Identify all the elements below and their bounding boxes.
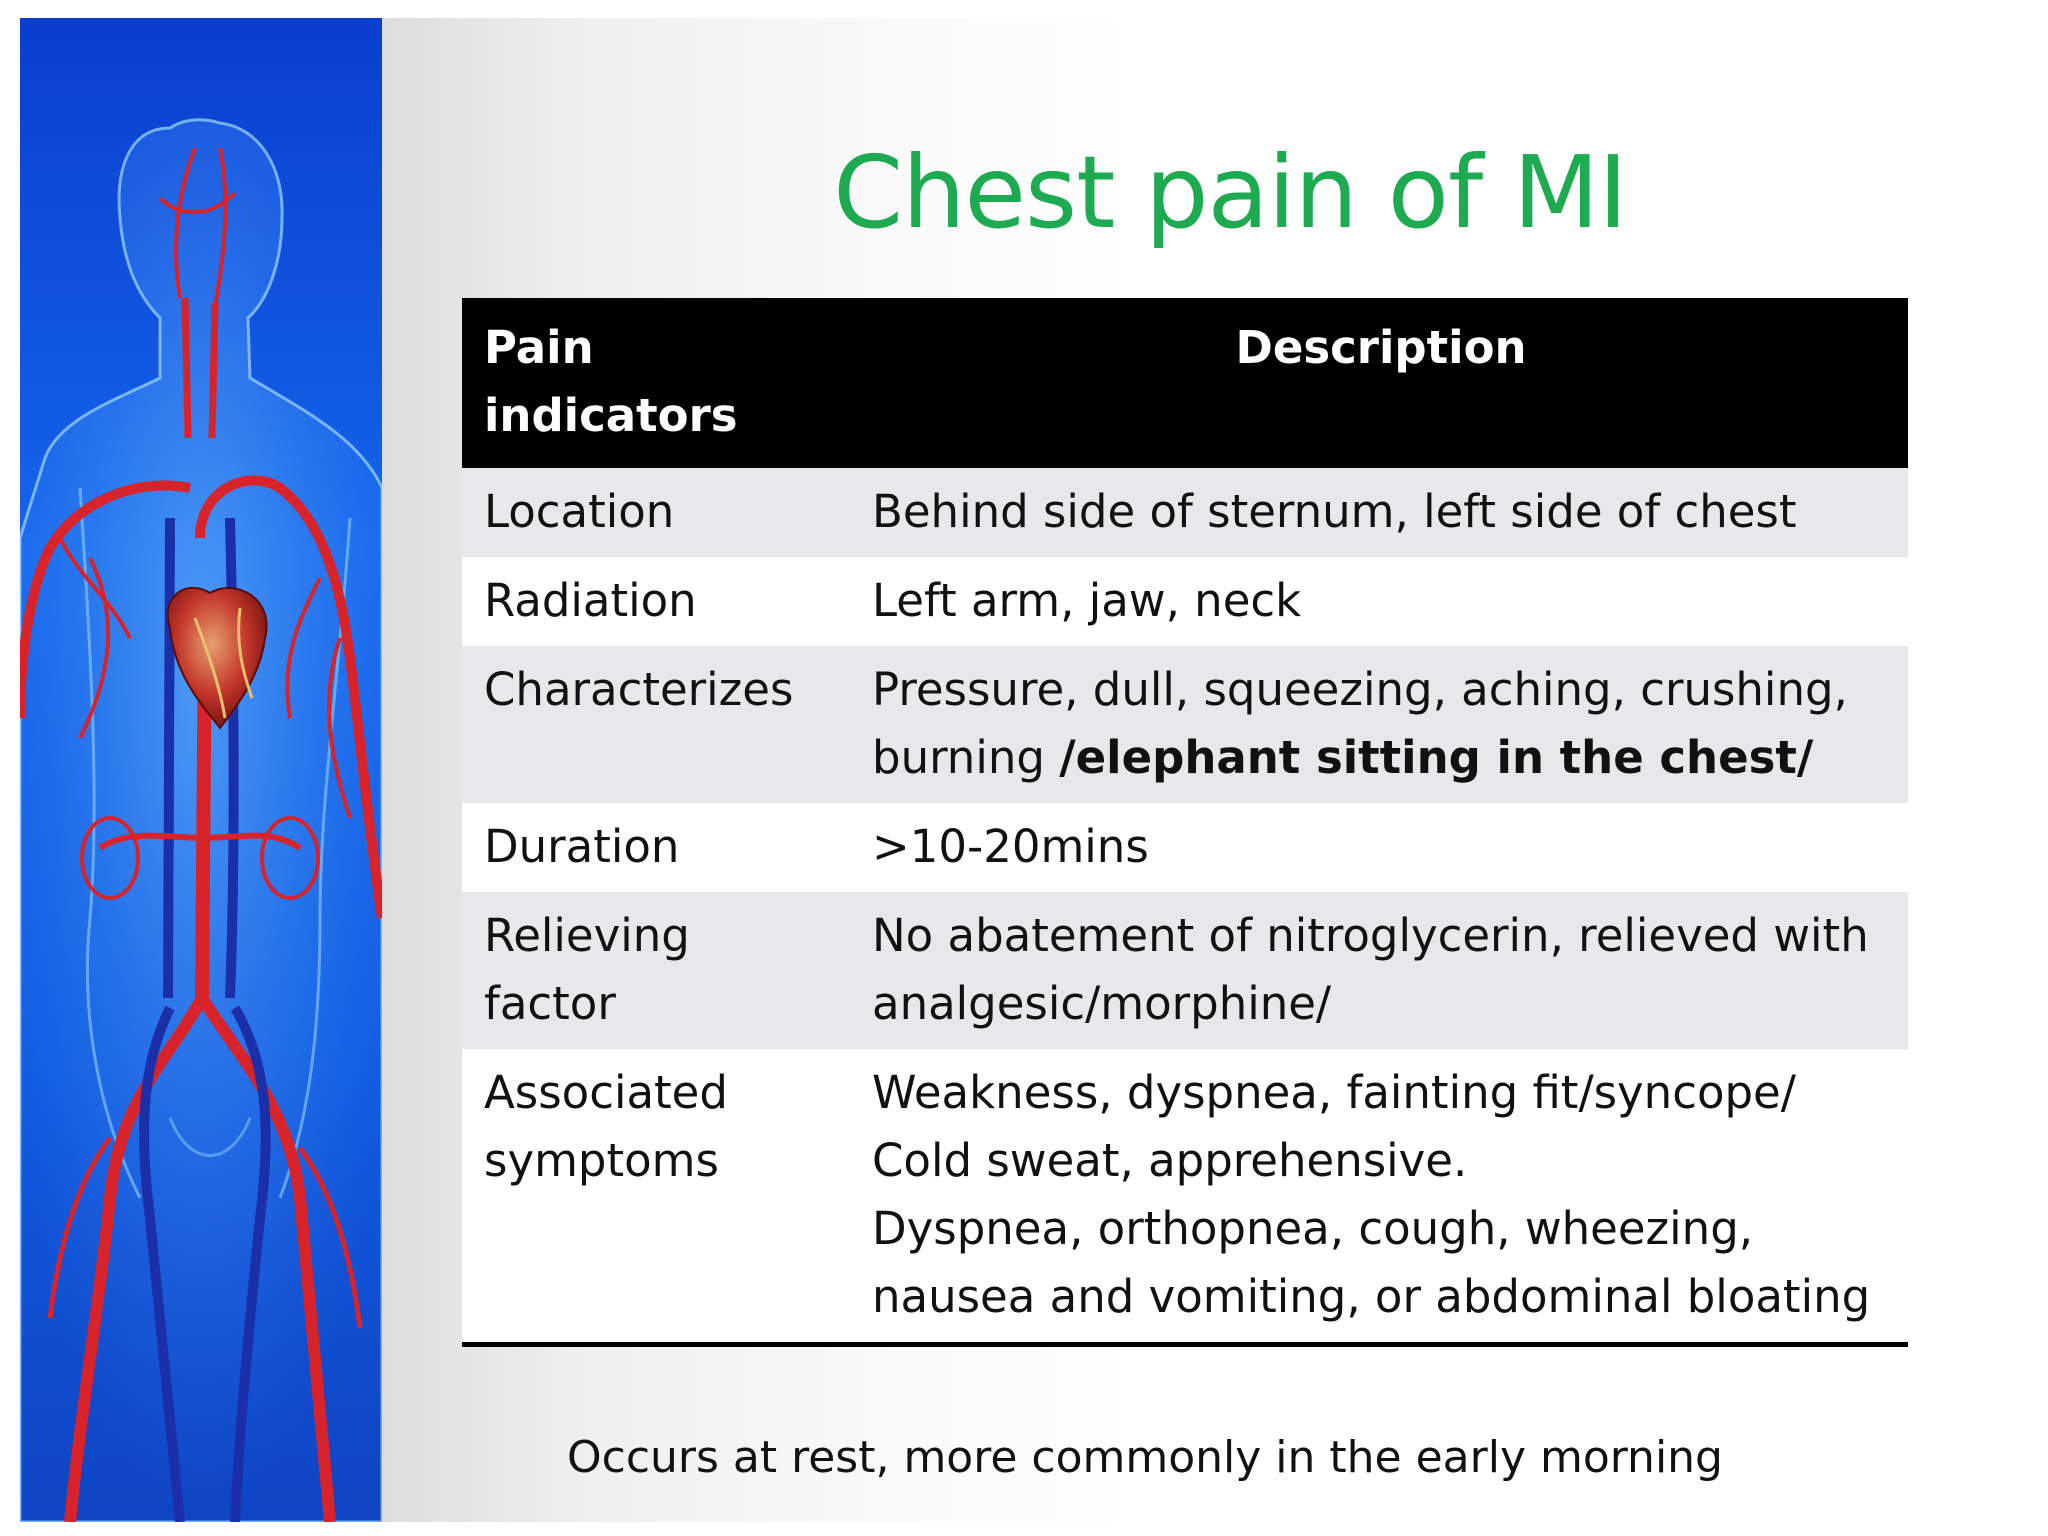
table-row: Relieving factor No abatement of nitrogl… bbox=[462, 892, 1908, 1049]
table-row: Associated symptoms Weakness, dyspnea, f… bbox=[462, 1049, 1908, 1345]
row-description: No abatement of nitroglycerin, relieved … bbox=[852, 892, 1908, 1049]
row-indicator: Characterizes bbox=[462, 646, 852, 803]
row-description-text: Weakness, dyspnea, fainting fit/syncope/… bbox=[872, 1066, 1796, 1187]
row-indicator: Location bbox=[462, 468, 852, 557]
row-description-extra: Dyspnea, orthopnea, cough, wheezing, nau… bbox=[872, 1202, 1871, 1323]
row-indicator: Duration bbox=[462, 803, 852, 892]
row-description: Left arm, jaw, neck bbox=[852, 557, 1908, 646]
table-row: Characterizes Pressure, dull, squeezing,… bbox=[462, 646, 1908, 803]
table-row: Radiation Left arm, jaw, neck bbox=[462, 557, 1908, 646]
row-description: Weakness, dyspnea, fainting fit/syncope/… bbox=[852, 1049, 1908, 1345]
header-pain-indicators: Pain indicators bbox=[462, 298, 852, 468]
row-indicator: Relieving factor bbox=[462, 892, 852, 1049]
row-description-text: Pressure, dull, squeezing, aching, crush… bbox=[872, 663, 1848, 784]
row-indicator: Associated symptoms bbox=[462, 1049, 852, 1345]
row-description: Pressure, dull, squeezing, aching, crush… bbox=[852, 646, 1908, 803]
slide-title: Chest pain of MI bbox=[833, 134, 1627, 251]
row-indicator: Radiation bbox=[462, 557, 852, 646]
table-row: Location Behind side of sternum, left si… bbox=[462, 468, 1908, 557]
chest-pain-table: Pain indicators Description Location Beh… bbox=[462, 298, 1908, 1347]
table-header-row: Pain indicators Description bbox=[462, 298, 1908, 468]
row-description: Behind side of sternum, left side of che… bbox=[852, 468, 1908, 557]
circulatory-system-illustration bbox=[20, 18, 382, 1522]
human-body-icon bbox=[20, 118, 382, 1522]
table-row: Duration >10-20mins bbox=[462, 803, 1908, 892]
header-description: Description bbox=[852, 298, 1908, 468]
row-description: >10-20mins bbox=[852, 803, 1908, 892]
slide-footnote: Occurs at rest, more commonly in the ear… bbox=[567, 1432, 1723, 1483]
row-description-emphasis: /elephant sitting in the chest/ bbox=[1059, 731, 1814, 784]
